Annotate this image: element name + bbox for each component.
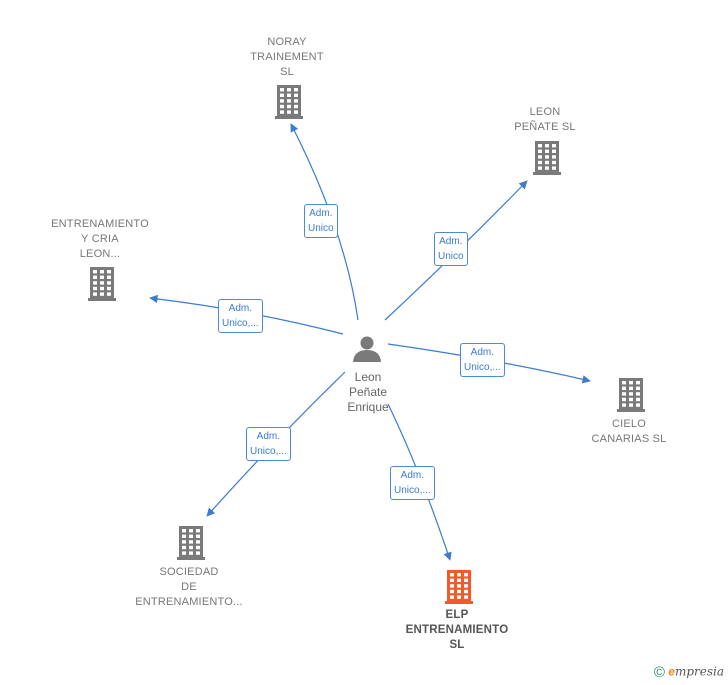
label-line: Unico,... xyxy=(464,362,501,373)
label-line: SL xyxy=(280,66,294,78)
label-line: Unico,... xyxy=(250,446,287,457)
label-line: CIELO xyxy=(611,418,646,430)
building-icon[interactable] xyxy=(275,85,303,119)
company-label-sociedad[interactable]: SOCIEDAD DE ENTRENAMIENTO... xyxy=(119,565,259,610)
company-label-cielo-canarias[interactable]: CIELO CANARIAS SL xyxy=(574,417,684,447)
label-line: PEÑATE SL xyxy=(514,121,576,133)
label-line: Unico xyxy=(308,223,334,234)
label-line: LEON... xyxy=(79,248,121,260)
building-icon[interactable] xyxy=(533,141,561,175)
label-line: Unico,... xyxy=(394,485,431,496)
label-line: ENTRENAMIENTO xyxy=(405,624,509,636)
label-line: Adm. xyxy=(256,431,281,442)
label-line: ELP xyxy=(445,609,469,621)
label-line: CANARIAS SL xyxy=(591,433,667,445)
label-line: Unico,... xyxy=(222,318,259,329)
label-line: DE xyxy=(181,581,197,593)
brand-logo-initial: e xyxy=(668,664,675,679)
label-line: ENTRENAMIENTO xyxy=(51,218,149,230)
building-icon[interactable] xyxy=(88,267,116,301)
label-line: ENTRENAMIENTO... xyxy=(135,596,243,608)
brand-logo-text: mpresia xyxy=(674,664,724,679)
label-line: Y CRIA xyxy=(81,233,119,245)
edge-label-elp[interactable]: Adm. Unico,... xyxy=(390,466,435,500)
label-line: Enrique xyxy=(347,400,389,414)
building-icon[interactable] xyxy=(177,526,205,560)
label-line: LEON xyxy=(529,106,561,118)
label-line: SOCIEDAD xyxy=(159,566,219,578)
label-line: Adm. xyxy=(309,208,333,219)
copyright-symbol: © xyxy=(653,664,665,681)
label-line: Unico xyxy=(438,251,464,262)
label-line: Adm. xyxy=(470,347,495,358)
edge-label-leon-penate[interactable]: Adm. Unico xyxy=(434,232,468,266)
edge-label-noray[interactable]: Adm. Unico xyxy=(304,204,338,238)
label-line: TRAINEMENT xyxy=(250,51,324,63)
company-label-noray[interactable]: NORAY TRAINEMENT SL xyxy=(232,35,342,80)
label-line: Peñate xyxy=(348,385,388,399)
edge-label-sociedad[interactable]: Adm. Unico,... xyxy=(246,427,291,461)
label-line: Leon xyxy=(354,370,382,384)
label-line: Adm. xyxy=(439,236,463,247)
edge-label-entrenamiento-cria[interactable]: Adm. Unico,... xyxy=(218,299,263,333)
brand-footer[interactable]: © empresia xyxy=(654,664,724,681)
building-icon[interactable] xyxy=(617,378,645,412)
label-line: Adm. xyxy=(400,470,425,481)
company-label-leon-penate[interactable]: LEON PEÑATE SL xyxy=(490,105,600,135)
label-line: NORAY xyxy=(267,36,307,48)
label-line: SL xyxy=(449,639,465,651)
building-icon[interactable] xyxy=(445,570,473,604)
person-icon[interactable] xyxy=(353,336,381,363)
label-line: Adm. xyxy=(228,303,253,314)
company-label-entrenamiento-cria[interactable]: ENTRENAMIENTO Y CRIA LEON... xyxy=(35,217,165,262)
edge-label-cielo-canarias[interactable]: Adm. Unico,... xyxy=(460,343,505,377)
company-label-elp[interactable]: ELP ENTRENAMIENTO SL xyxy=(392,608,522,653)
